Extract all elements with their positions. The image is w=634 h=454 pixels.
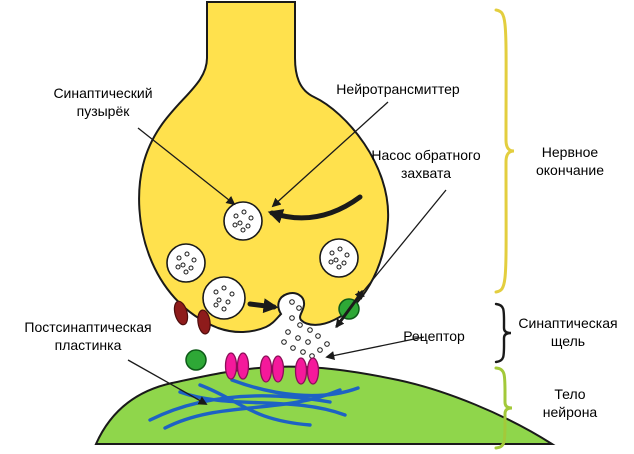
nerve-terminal-shape <box>138 1 390 333</box>
label-line: захвата <box>400 165 451 181</box>
synaptic-vesicle <box>202 276 246 320</box>
receptor-shape <box>294 357 308 385</box>
label-synaptic-cleft: Синаптическая щель <box>508 314 628 350</box>
synaptic-vesicle <box>223 201 263 241</box>
label-line: пластинка <box>54 337 122 353</box>
receptor-shape <box>259 355 273 383</box>
nerve-ending-brace <box>494 8 515 294</box>
synaptic-vesicle <box>319 238 359 278</box>
transporter-pump-shape <box>185 349 207 371</box>
reuptake-pump-pointer <box>355 189 447 301</box>
label-line: Синаптическая <box>518 315 618 331</box>
label-line: Нервное <box>541 144 599 160</box>
label-reuptake-pump: Насос обратного захвата <box>352 146 500 182</box>
label-neuron-body: Тело нейрона <box>524 385 616 421</box>
label-line: окончание <box>535 162 604 178</box>
postsynaptic-plate-pointer <box>127 359 208 405</box>
vesicle-contents-dots <box>175 209 350 312</box>
label-nerve-ending: Нервное окончание <box>518 143 622 179</box>
label-line: Насос обратного <box>371 147 481 163</box>
synaptic-vesicle-pointer <box>137 127 236 206</box>
receptor-pointer <box>325 336 425 360</box>
label-line: Нейротрансмиттер <box>336 81 460 97</box>
label-line: Рецептор <box>403 328 465 344</box>
membrane-channel <box>173 300 189 326</box>
receptor-shape <box>224 352 238 380</box>
vesicle-fusion-arrow <box>247 298 279 314</box>
membrane-channel <box>197 309 211 335</box>
label-line: Постсинаптическая <box>24 319 152 335</box>
label-synaptic-vesicle: Синаптический пузырёк <box>28 84 178 120</box>
label-postsynaptic-plate: Постсинаптическая пластинка <box>8 318 168 354</box>
label-line: пузырёк <box>76 103 130 119</box>
receptor-shape <box>306 357 320 385</box>
presynaptic-channels <box>173 300 211 335</box>
synaptic-vesicle <box>166 243 206 283</box>
synaptic-cleft-brace <box>494 302 512 364</box>
label-receptor: Рецептор <box>396 327 472 345</box>
label-line: Тело <box>554 386 586 402</box>
synaptic-vesicles <box>166 201 359 320</box>
label-neurotransmitter: Нейротрансмиттер <box>318 80 478 98</box>
postsynaptic-receptors <box>224 352 320 385</box>
neuron-body-brace <box>494 366 513 450</box>
label-line: нейрона <box>542 404 598 420</box>
neurotransmitter-pointer <box>271 101 389 208</box>
released-neurotransmitter-dots <box>281 299 330 359</box>
receptor-shape <box>236 352 250 380</box>
vesicle-movement-arrow <box>267 194 363 224</box>
receptor-shape <box>271 355 285 383</box>
label-line: щель <box>550 333 586 349</box>
cytoskeleton-fibers <box>148 378 360 430</box>
neuron-body-shape <box>94 365 556 445</box>
label-line: Синаптический <box>53 85 153 101</box>
